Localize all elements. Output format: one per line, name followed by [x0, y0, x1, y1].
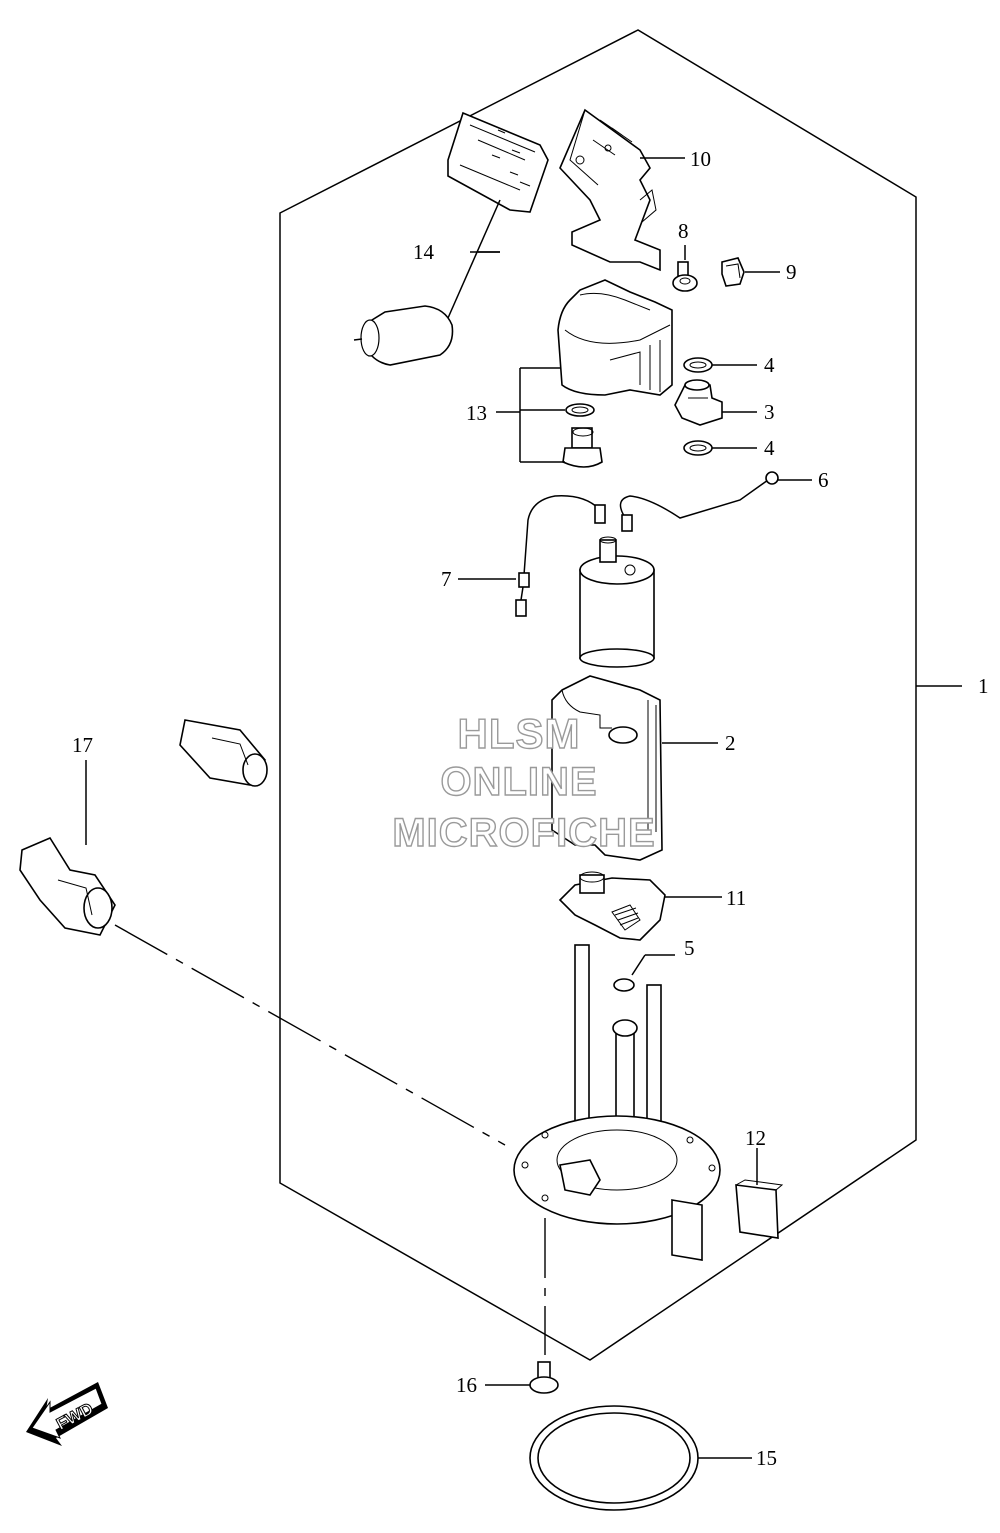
part-9-clip[interactable]: [721, 257, 745, 287]
watermark-line-2: ONLINE: [440, 760, 597, 804]
alignment-line-hose: [114, 924, 506, 1146]
callout-2: 2: [725, 731, 736, 755]
callout-14: 14: [413, 240, 435, 264]
watermark: HLSM ONLINE MICROFICHE: [392, 709, 656, 855]
callout-4-upper: 4: [764, 353, 775, 377]
callout-13: 13: [466, 401, 487, 425]
callout-10: 10: [690, 147, 711, 171]
callout-9: 9: [786, 260, 797, 284]
callout-8: 8: [678, 219, 689, 243]
callout-12: 12: [745, 1126, 766, 1150]
callout-17: 17: [72, 733, 93, 757]
part-16-screw[interactable]: [529, 1361, 559, 1394]
part-5-o-ring[interactable]: [613, 978, 635, 992]
watermark-line-1: HLSM: [458, 710, 581, 757]
part-7-wire[interactable]: [515, 495, 606, 617]
fwd-direction-arrow: FWD: [26, 1382, 108, 1446]
part-13-regulator-set[interactable]: [557, 279, 673, 468]
part-4-o-ring-upper[interactable]: [683, 357, 713, 373]
part-15-gasket[interactable]: [529, 1405, 699, 1511]
callout-16: 16: [456, 1373, 477, 1397]
callout-5: 5: [684, 936, 695, 960]
pump-base-plate[interactable]: [513, 944, 721, 1261]
callout-11: 11: [726, 886, 746, 910]
callout-labels: 1 2 3 4 4 5 6 7 8 9 10 11 12 13 14 15 16…: [72, 147, 989, 1470]
callout-7: 7: [441, 567, 452, 591]
callout-15: 15: [756, 1446, 777, 1470]
part-3-fitting[interactable]: [674, 379, 723, 426]
callout-3: 3: [764, 400, 775, 424]
callout-4-lower: 4: [764, 436, 775, 460]
part-2-pump-holder[interactable]: [551, 675, 663, 861]
callout-6: 6: [818, 468, 829, 492]
leader-lines: [85, 157, 962, 1459]
part-4-o-ring-lower[interactable]: [683, 440, 713, 456]
part-8-bolt[interactable]: [672, 261, 698, 292]
fuel-pump-motor[interactable]: [579, 536, 655, 668]
part-17-fuel-hose[interactable]: [19, 719, 268, 936]
assembly-boundary: [279, 29, 917, 1361]
part-6-wire[interactable]: [619, 471, 779, 532]
watermark-line-3: MICROFICHE: [392, 811, 655, 855]
part-10-bracket[interactable]: [559, 108, 661, 272]
callout-1: 1: [978, 674, 989, 698]
part-11-filter[interactable]: [558, 871, 666, 941]
part-12-pad[interactable]: [735, 1179, 784, 1239]
part-14-fuel-level-sender[interactable]: [353, 111, 549, 366]
